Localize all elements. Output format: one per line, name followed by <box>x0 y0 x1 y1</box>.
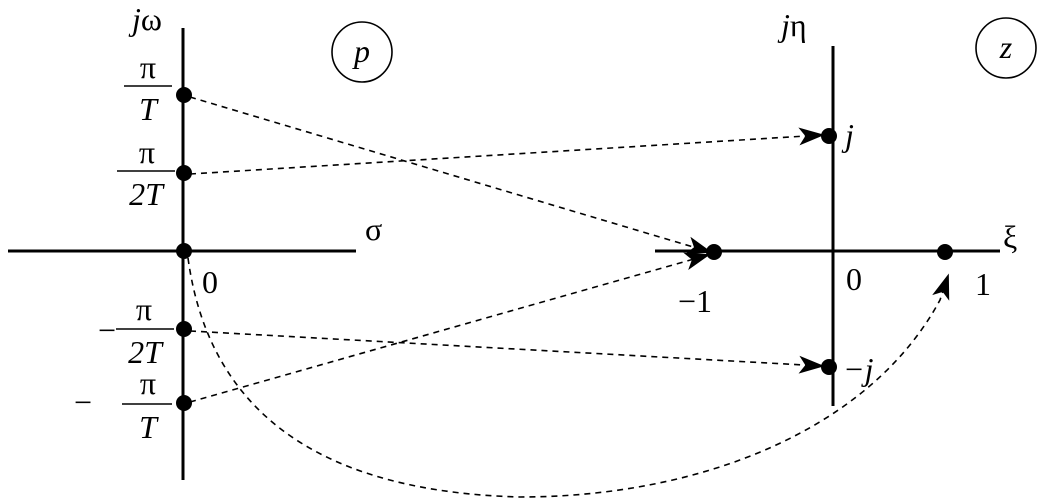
p-tick-pi-over-2t: π 2T <box>117 134 175 212</box>
svg-text:2T: 2T <box>129 176 165 212</box>
svg-text:T: T <box>139 409 159 445</box>
mapping-arrows <box>187 96 950 498</box>
svg-text:z: z <box>999 29 1013 65</box>
svg-text:T: T <box>139 91 159 127</box>
arrow-minus-pi-over-2t-to-minus-j <box>189 330 825 374</box>
p-plane: jω σ 0 p π T π 2T − π 2T − <box>8 1 393 480</box>
arrow-pi-over-2t-to-j <box>189 127 825 175</box>
p-tick-minus-pi-over-2t: − π 2T <box>98 291 174 370</box>
z-label-one: 1 <box>975 266 991 302</box>
svg-text:π: π <box>139 134 155 170</box>
z-plane-horizontal-axis-label: ξ <box>1003 219 1017 255</box>
p-plane-horizontal-axis-label: σ <box>365 211 382 247</box>
p-point-minus-pi-over-t <box>176 395 192 411</box>
z-label-minus-one: −1 <box>678 283 712 319</box>
p-tick-minus-pi-over-t: − π T <box>74 365 172 445</box>
p-plane-origin-label: 0 <box>202 264 218 300</box>
svg-text:p: p <box>352 33 370 69</box>
z-label-minus-j: −j <box>843 351 874 387</box>
svg-text:−: − <box>74 384 92 420</box>
p-plane-badge: p <box>331 21 393 83</box>
svg-text:2T: 2T <box>128 334 164 370</box>
p-point-minus-pi-over-2t <box>176 321 192 337</box>
arrow-origin-to-one <box>187 257 950 498</box>
arrow-pi-over-t-to-minus-one <box>189 96 713 255</box>
p-point-pi-over-2t <box>176 165 192 181</box>
svg-text:π: π <box>140 365 156 401</box>
z-point-j <box>821 128 837 144</box>
z-plane-badge: z <box>975 17 1037 79</box>
z-plane-vertical-axis-label: jη <box>777 7 807 43</box>
p-point-origin <box>176 243 192 259</box>
svg-text:π: π <box>140 49 156 85</box>
p-point-pi-over-t <box>176 87 192 103</box>
z-label-j: j <box>841 117 854 153</box>
svg-text:−: − <box>98 312 116 348</box>
z-point-one <box>937 244 953 260</box>
z-plane-origin-label: 0 <box>846 261 862 297</box>
p-tick-pi-over-t: π T <box>124 49 172 127</box>
z-point-minus-j <box>821 359 837 375</box>
arrow-minus-pi-over-t-to-minus-one <box>189 252 711 403</box>
p-plane-vertical-axis-label: jω <box>128 1 162 37</box>
svg-text:π: π <box>136 291 152 327</box>
z-plane: jη ξ 0 z j −j −1 1 <box>655 7 1037 406</box>
